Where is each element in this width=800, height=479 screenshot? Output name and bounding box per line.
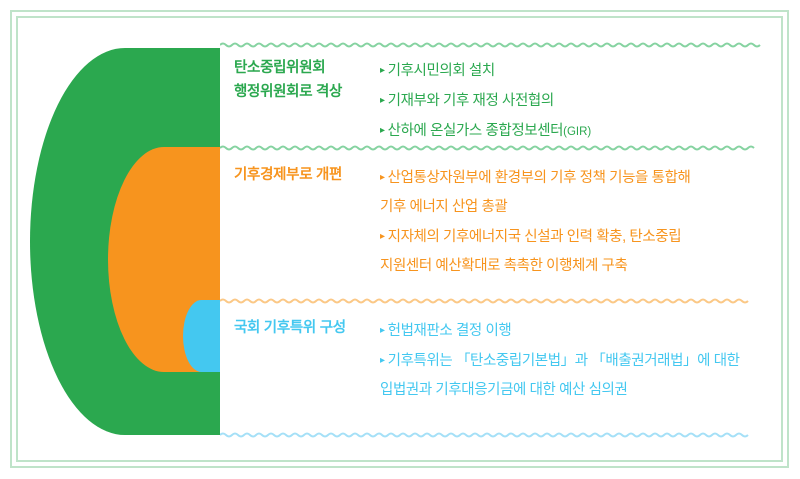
section-3-title-line1: 국회 기후특위 구성: [234, 320, 346, 336]
section-1-title-line2: 행정위원회로 격상: [234, 84, 343, 100]
section-climate-economy-ministry: 기후경제부로 개편 ▸산업통상자원부에 환경부의 기후 정책 기능을 통합해 기…: [220, 163, 691, 281]
bullet-triangle-icon: ▸: [380, 125, 385, 136]
section-2-body: ▸산업통상자원부에 환경부의 기후 정책 기능을 통합해 기후 에너지 산업 총…: [380, 163, 691, 281]
divider-bottom-blue: [220, 431, 773, 439]
section-carbon-neutrality-committee: 탄소중립위원회 행정위원회로 격상 ▸기후시민의회 설치 ▸기재부와 기후 재정…: [220, 56, 591, 147]
bullet-triangle-icon: ▸: [380, 95, 385, 106]
bullet-triangle-icon: ▸: [380, 355, 385, 366]
bullet-triangle-icon: ▸: [380, 65, 385, 76]
section-2-item-2-line2: 지원센터 예산확대로 촉촉한 이행체계 구축: [380, 258, 628, 274]
section-3-item-2-text: 기후특위는 「탄소중립기본법」과 「배출권거래법」에 대한: [387, 353, 740, 369]
section-national-assembly-climate-committee: 국회 기후특위 구성 ▸헌법재판소 결정 이행 ▸기후특위는 「탄소중립기본법」…: [220, 316, 740, 405]
section-3-title: 국회 기후특위 구성: [220, 316, 380, 340]
section-2-item-1-line2: 기후 에너지 산업 총괄: [380, 199, 508, 215]
section-1-item-1: ▸기후시민의회 설치: [380, 56, 591, 86]
section-1-item-2: ▸기재부와 기후 재정 사전협의: [380, 86, 591, 116]
bullet-triangle-icon: ▸: [380, 231, 385, 242]
semicircle-blue: [183, 300, 220, 372]
bullet-triangle-icon: ▸: [380, 325, 385, 336]
section-1-title-line1: 탄소중립위원회: [234, 60, 326, 76]
section-2-item-1: ▸산업통상자원부에 환경부의 기후 정책 기능을 통합해: [380, 163, 691, 193]
section-1-item-3: ▸산하에 온실가스 종합정보센터(GIR): [380, 116, 591, 147]
section-2-item-1-text: 산업통상자원부에 환경부의 기후 정책 기능을 통합해: [387, 170, 691, 186]
section-2-item-2-text: 지자체의 기후에너지국 신설과 인력 확충, 탄소중립: [387, 229, 682, 245]
section-1-item-1-text: 기후시민의회 설치: [387, 63, 496, 79]
section-1-item-3-suffix: (GIR): [563, 126, 592, 138]
bullet-triangle-icon: ▸: [380, 172, 385, 183]
section-3-item-2: ▸기후특위는 「탄소중립기본법」과 「배출권거래법」에 대한: [380, 346, 740, 376]
divider-section1-section2: [220, 144, 773, 152]
section-2-title: 기후경제부로 개편: [220, 163, 380, 187]
section-3-item-2-line2: 입법권과 기후대응기금에 대한 예산 심의권: [380, 382, 628, 398]
section-2-title-line1: 기후경제부로 개편: [234, 167, 343, 183]
section-1-body: ▸기후시민의회 설치 ▸기재부와 기후 재정 사전협의 ▸산하에 온실가스 종합…: [380, 56, 591, 147]
content-column: 탄소중립위원회 행정위원회로 격상 ▸기후시민의회 설치 ▸기재부와 기후 재정…: [220, 0, 780, 479]
section-1-item-3-text: 산하에 온실가스 종합정보센터: [387, 123, 564, 139]
section-1-item-2-text: 기재부와 기후 재정 사전협의: [387, 93, 555, 109]
section-3-body: ▸헌법재판소 결정 이행 ▸기후특위는 「탄소중립기본법」과 「배출권거래법」에…: [380, 316, 740, 405]
concentric-semicircle-graphic: [0, 0, 230, 479]
divider-top-green: [220, 41, 773, 49]
section-3-item-1: ▸헌법재판소 결정 이행: [380, 316, 740, 346]
section-2-item-2: ▸지자체의 기후에너지국 신설과 인력 확충, 탄소중립: [380, 222, 690, 252]
section-3-item-1-text: 헌법재판소 결정 이행: [387, 323, 512, 339]
divider-section2-section3: [220, 297, 773, 305]
section-1-title: 탄소중립위원회 행정위원회로 격상: [220, 56, 380, 104]
